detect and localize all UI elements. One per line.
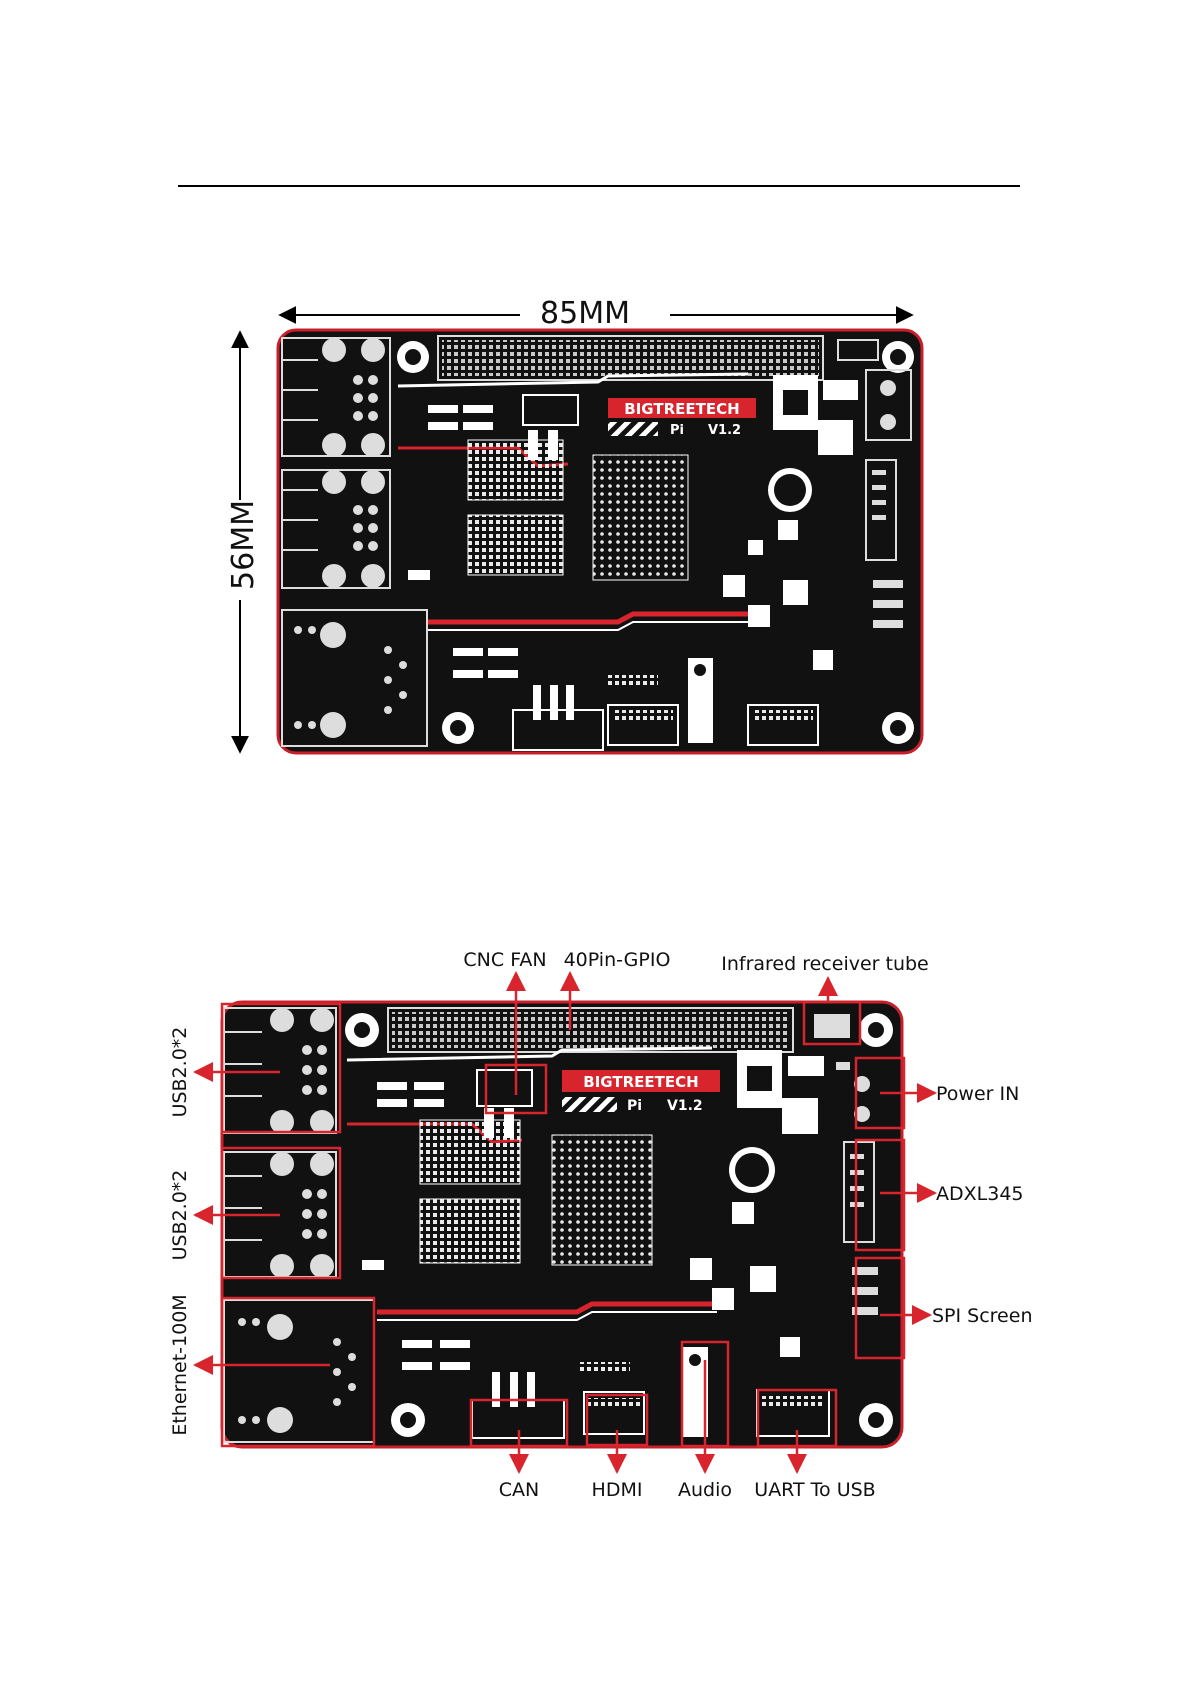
board-logo-model: Pi [627, 1098, 642, 1114]
board-logo-version: V1.2 [667, 1098, 703, 1114]
height-label: 56MM [226, 500, 261, 590]
board-interface-view: BIGTREETECH Pi V1.2 [222, 1002, 902, 1447]
board-logo-brand: BIGTREETECH [583, 1073, 698, 1091]
label-gpio: 40Pin-GPIO [564, 949, 671, 971]
label-power-in: Power IN [936, 1083, 1019, 1105]
svg-text:BIGTREETECH: BIGTREETECH [624, 400, 739, 418]
width-label: 85MM [540, 296, 630, 331]
label-ethernet: Ethernet-100M [169, 1294, 191, 1435]
dimension-drawing: 85MM 56MM [226, 296, 922, 753]
svg-text:Pi: Pi [670, 423, 684, 438]
gpio-header [438, 336, 823, 380]
label-audio: Audio [678, 1479, 732, 1501]
label-can: CAN [499, 1479, 539, 1501]
svg-text:V1.2: V1.2 [708, 423, 741, 438]
label-ir: Infrared receiver tube [721, 953, 929, 975]
label-usb-top: USB2.0*2 [169, 1027, 191, 1118]
label-usb-bottom: USB2.0*2 [169, 1170, 191, 1261]
board-top-view: BIGTREETECH Pi V1.2 [278, 330, 922, 753]
board-logo: BIGTREETECH Pi V1.2 [608, 398, 756, 438]
label-adxl: ADXL345 [936, 1183, 1024, 1205]
label-hdmi: HDMI [592, 1479, 643, 1501]
label-uart: UART To USB [754, 1479, 875, 1501]
label-cnc-fan: CNC FAN [463, 949, 546, 971]
label-spi: SPI Screen [932, 1305, 1032, 1327]
